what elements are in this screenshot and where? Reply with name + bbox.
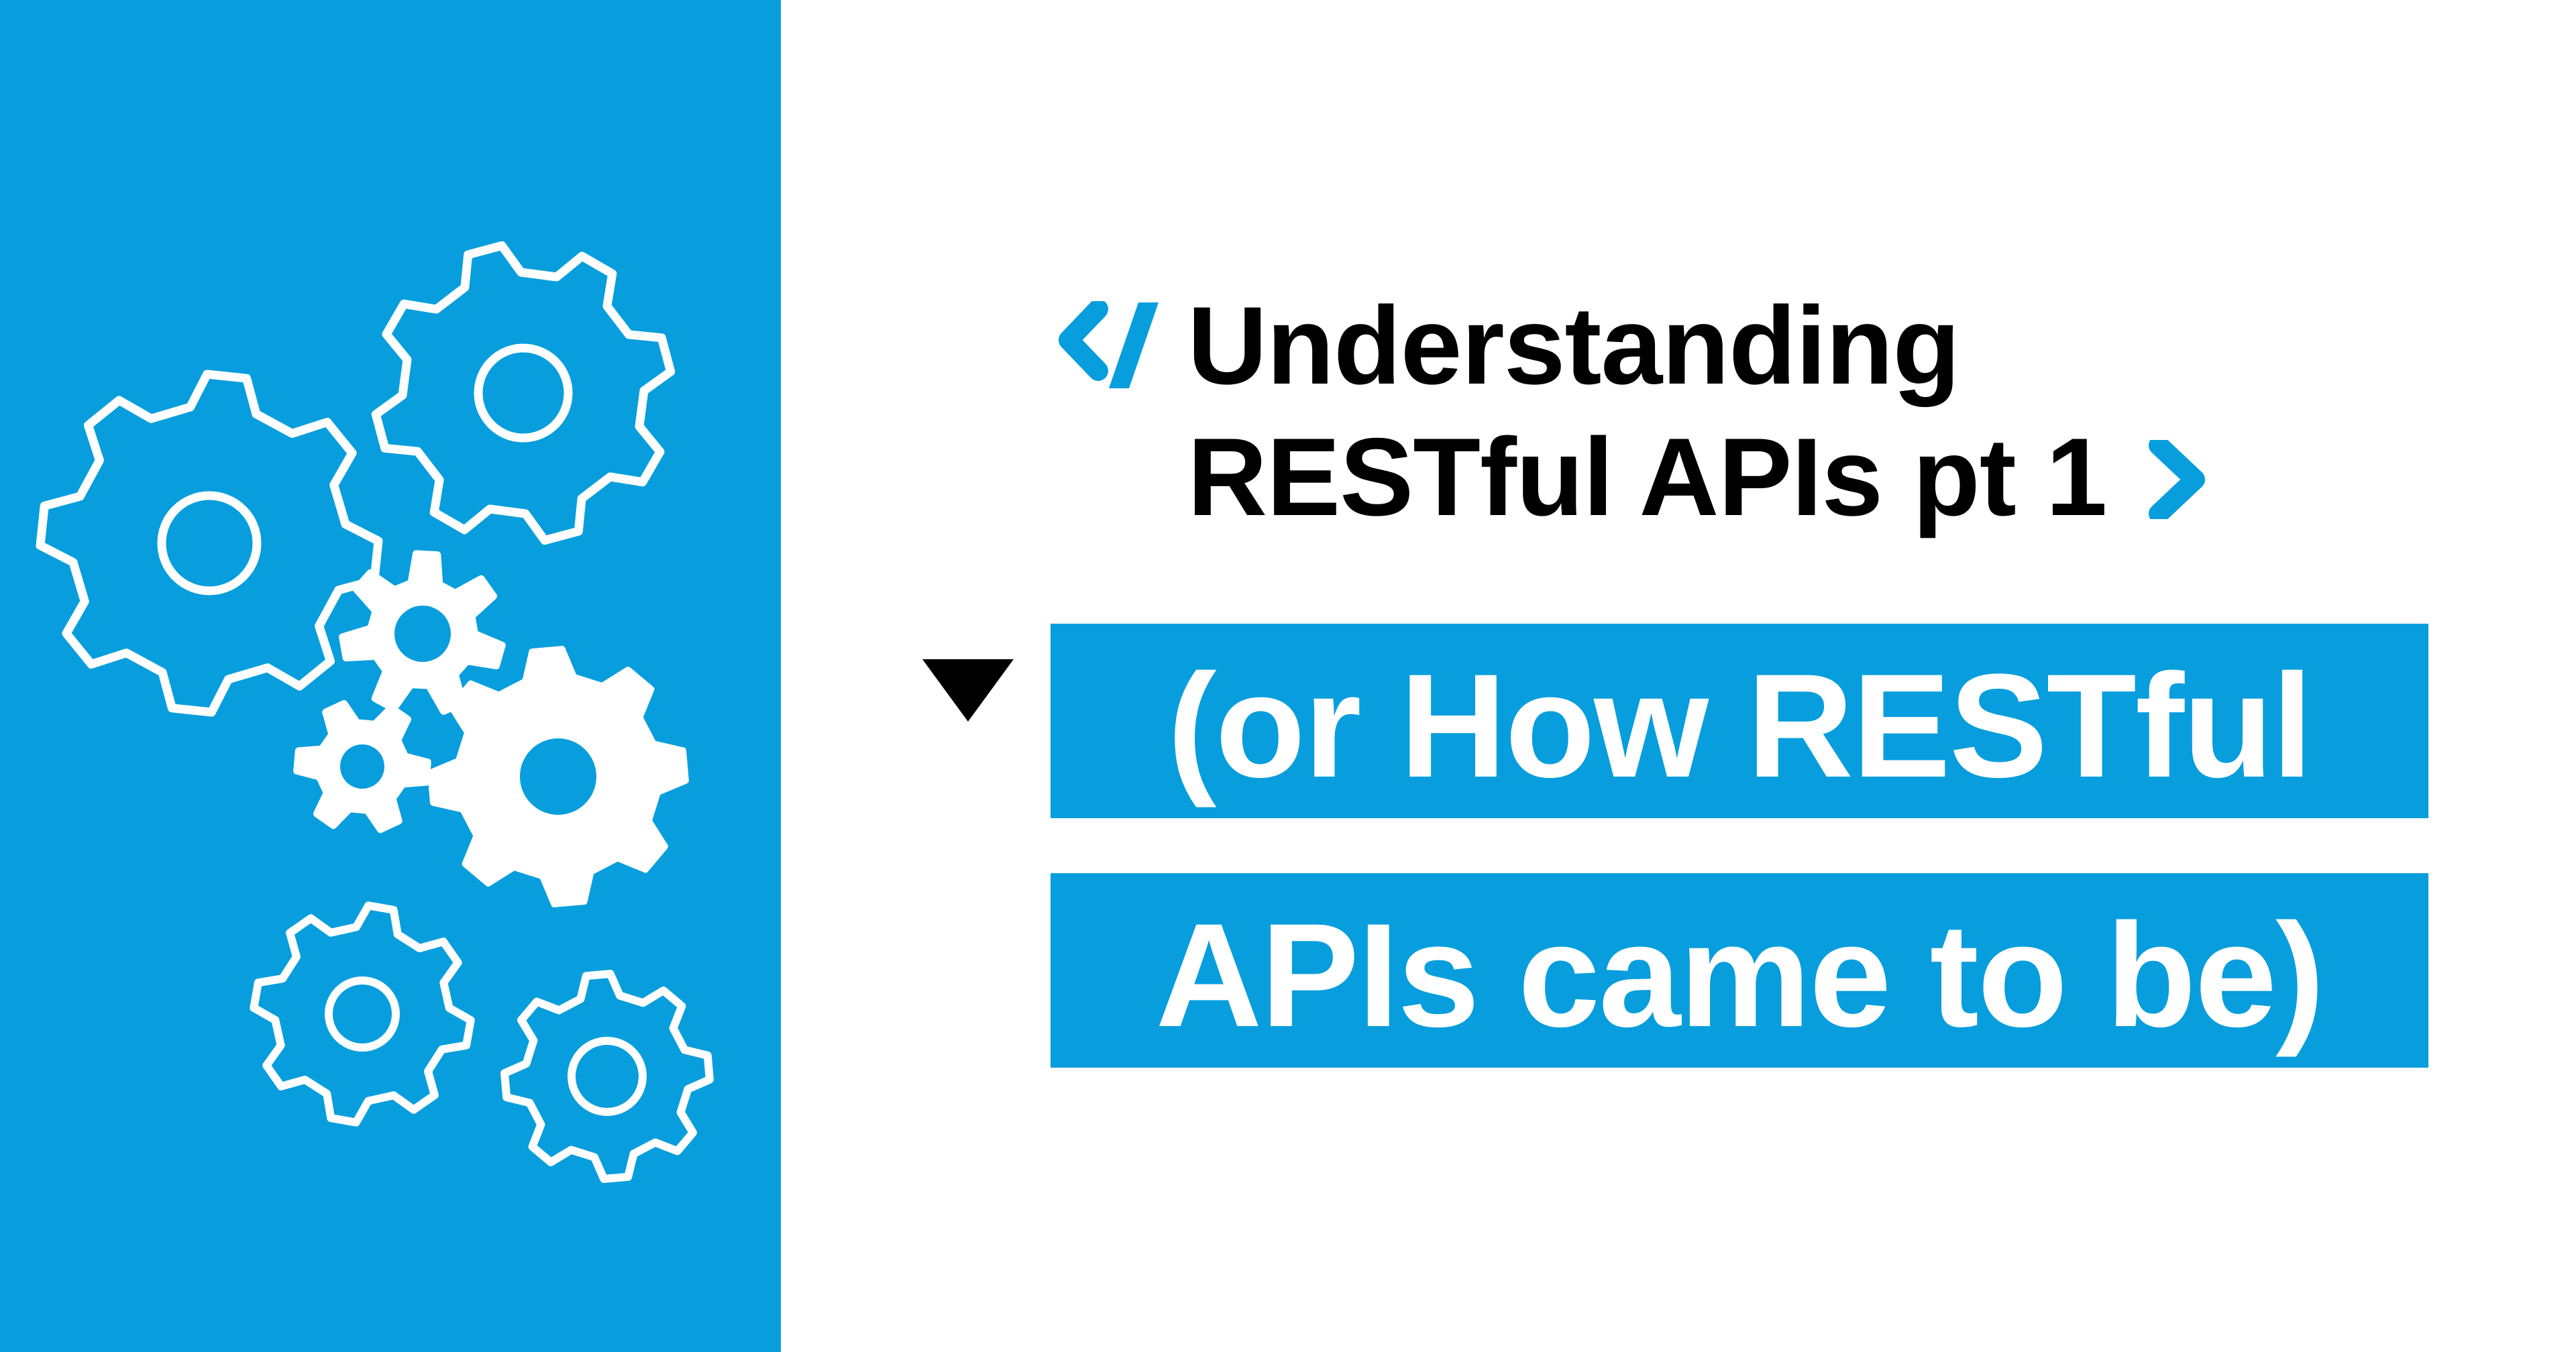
subtitle-line-1-text: (or How RESTful [1167,642,2312,808]
gear-hole [325,976,400,1052]
code-open-icon [1059,301,1159,388]
gear-icon [36,370,383,717]
title-line-2: RESTful APIs pt 1 [1187,411,2207,543]
gear-icon [250,901,475,1127]
title-line-1-text: Understanding [1187,284,1960,407]
gears-panel [0,0,781,1352]
gear-icon [371,241,676,545]
subtitle-line-2-text: APIs came to be) [1155,892,2325,1058]
gears-icon [36,241,714,1183]
slash-icon [1109,302,1159,388]
title-line-1: Understanding [1187,280,2207,411]
gear-hole [340,744,384,789]
subtitle-banner-1: (or How RESTful [1051,624,2428,818]
gear-hole [520,738,596,815]
title-line-2-text: RESTful APIs pt 1 [1187,415,2107,539]
gear-hole [157,491,262,596]
triangle-down-icon [922,659,1014,722]
gear-hole [394,606,451,662]
chevron-right-icon [2149,440,2206,519]
page-title: Understanding RESTful APIs pt 1 [1187,280,2207,543]
gear-icon [500,970,714,1183]
gear-hole [568,1037,647,1116]
gear-hole [474,343,573,443]
subtitle-banner-2: APIs came to be) [1051,873,2428,1068]
